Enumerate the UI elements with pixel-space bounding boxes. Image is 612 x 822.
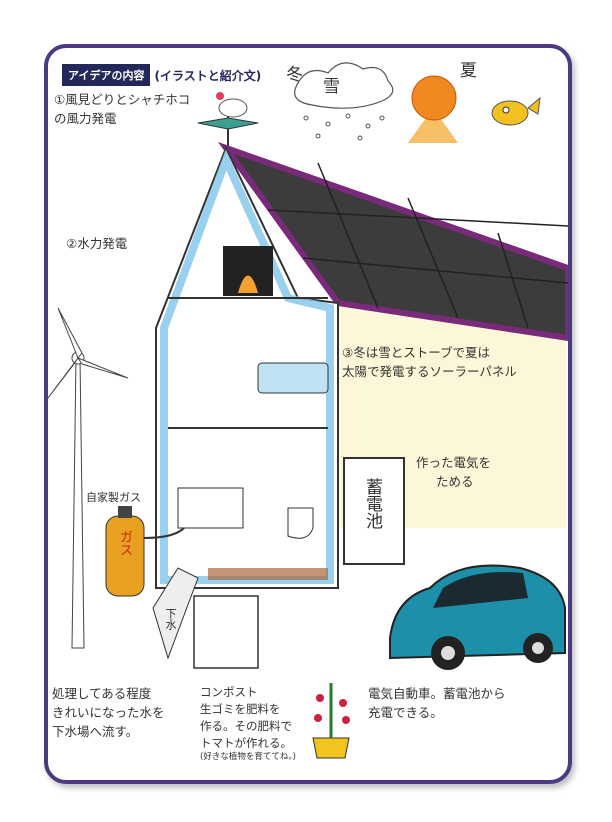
ev-note-line: 充電できる。	[368, 705, 443, 720]
sun-icon	[408, 75, 458, 143]
compost-small-note: (好きな植物を育ててね。)	[200, 752, 296, 762]
gas-note: 自家製ガス	[86, 491, 141, 504]
winter-label: 冬	[286, 65, 303, 85]
store-note-line: 作った電気を	[416, 455, 492, 470]
ev-note: 電気自動車。蓄電池から 充電できる。	[368, 684, 506, 722]
solar-panel	[217, 142, 568, 342]
illustration-frame: アイデアの内容 (イラストと紹介文) ①風見どりとシャチホコ の風力発電 冬 雪…	[44, 44, 572, 784]
shachihoko-icon	[491, 96, 541, 126]
store-note: 作った電気を ためる	[416, 453, 491, 491]
compost-note-line: 作る。その肥料で	[200, 719, 292, 733]
battery-box	[343, 457, 405, 565]
rooster-weathervane-icon	[197, 92, 259, 148]
header-subtitle: (イラストと紹介文)	[154, 68, 262, 83]
compost-box	[193, 595, 259, 669]
battery-label: 蓄電池	[362, 478, 382, 529]
store-note-line: ためる	[436, 474, 474, 489]
water-pipe	[160, 149, 334, 584]
compost-note-line: トマトが作れる。	[200, 736, 292, 750]
water-note: 処理してある程度 きれいになった水を 下水場へ流す。	[52, 684, 165, 741]
house-illustration	[48, 62, 568, 759]
solar-note-line: 太陽で発電するソーラーパネル	[342, 364, 517, 379]
water-note-line: 処理してある程度	[52, 686, 152, 701]
wind-note-line: ①風見どりとシャチホコ	[54, 92, 191, 107]
gas-can-label: ガス	[117, 530, 132, 556]
header-label: アイデアの内容	[62, 64, 151, 86]
bathtub-icon	[257, 362, 329, 394]
ev-note-line: 電気自動車。蓄電池から	[368, 686, 506, 701]
water-note-line: きれいになった水を	[52, 705, 165, 720]
compost-note: コンポスト 生ゴミを肥料を 作る。その肥料で トマトが作れる。 (好きな植物を育…	[200, 684, 296, 763]
electric-car-icon	[389, 564, 566, 670]
sewer-pipe	[152, 567, 199, 660]
wind-note: ①風見どりとシャチホコ の風力発電	[54, 90, 190, 128]
gas-cylinder	[105, 506, 185, 597]
solar-note: ③冬は雪とストーブで夏は 太陽で発電するソーラーパネル	[342, 343, 517, 381]
water-note-line: 下水場へ流す。	[52, 724, 139, 739]
house-outline	[155, 145, 339, 589]
header: アイデアの内容 (イラストと紹介文)	[62, 64, 261, 86]
solar-note-line: ③冬は雪とストーブで夏は	[342, 345, 490, 360]
snow-label: 雪	[323, 77, 340, 97]
wind-turbine-icon	[48, 307, 129, 649]
hydro-note: ②水力発電	[66, 236, 128, 251]
snowflakes-icon	[303, 113, 385, 141]
stove-fire-icon	[223, 246, 273, 296]
summer-label: 夏	[460, 61, 477, 81]
stove-icon	[177, 487, 244, 529]
snow-cloud-icon	[294, 62, 394, 109]
compost-note-line: コンポスト	[200, 685, 258, 699]
tomato-plant-icon	[312, 683, 350, 759]
compost-note-line: 生ゴミを肥料を	[200, 702, 281, 716]
sewer-label: 下水	[164, 608, 177, 630]
wind-note-line: の風力発電	[54, 111, 117, 126]
toilet-icon	[287, 507, 314, 539]
solar-panel-grid	[267, 162, 568, 329]
